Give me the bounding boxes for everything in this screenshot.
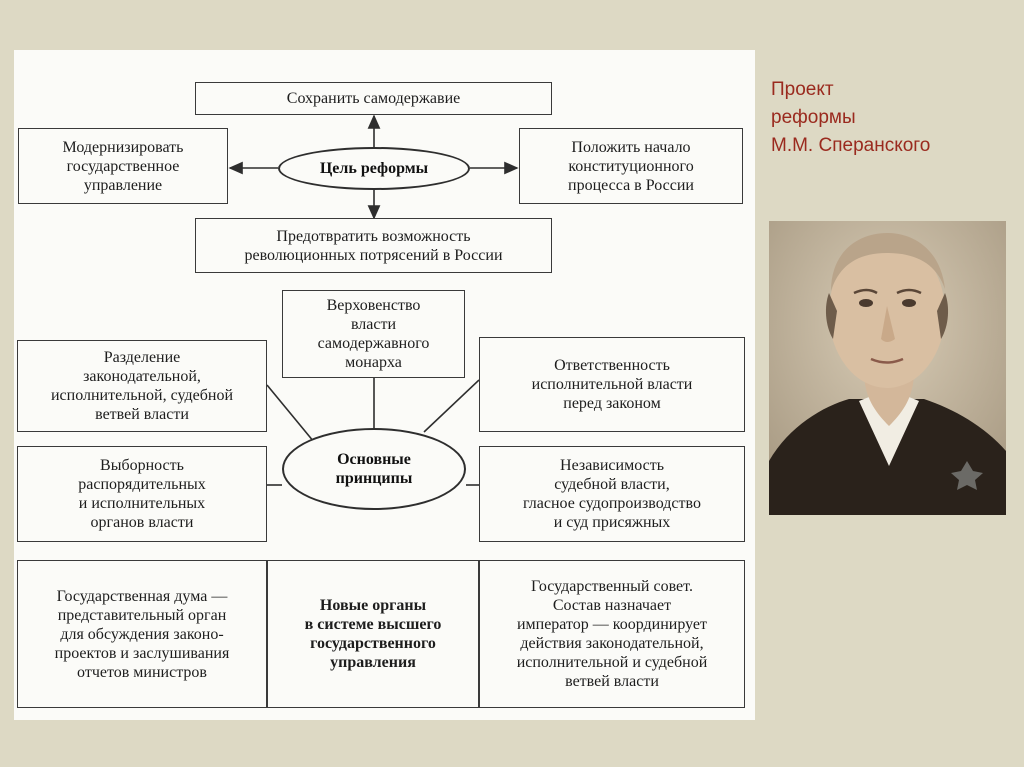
organs-center-box: Новые органы в системе высшего государст… [267,560,479,708]
goal-right-box: Положить начало конституционного процесс… [519,128,743,204]
portrait-image [769,221,1006,515]
line-right-1 [424,380,479,432]
principle-right-1-box: Ответственность исполнительной власти пе… [479,337,745,432]
slide-title: Проект реформы М.М. Сперанского [771,76,1011,160]
principle-left-2-box: Выборность распорядительных и исполнител… [17,446,267,542]
goal-top-box: Сохранить самодержавие [195,82,552,115]
organs-right-box: Государственный совет. Состав назначает … [479,560,745,708]
principles-ellipse: Основные принципы [282,428,466,510]
organs-left-box: Государственная дума — представительный … [17,560,267,708]
goal-ellipse: Цель реформы [278,147,470,190]
principle-top-box: Верховенство власти самодержавного монар… [282,290,465,378]
line-left-1 [267,385,314,442]
principle-left-1-box: Разделение законодательной, исполнительн… [17,340,267,432]
goal-left-box: Модернизировать государственное управлен… [18,128,228,204]
reform-diagram: Сохранить самодержавие Цель реформы Моде… [14,50,755,720]
principle-right-2-box: Независимость судебной власти, гласное с… [479,446,745,542]
goal-bottom-box: Предотвратить возможность революционных … [195,218,552,273]
